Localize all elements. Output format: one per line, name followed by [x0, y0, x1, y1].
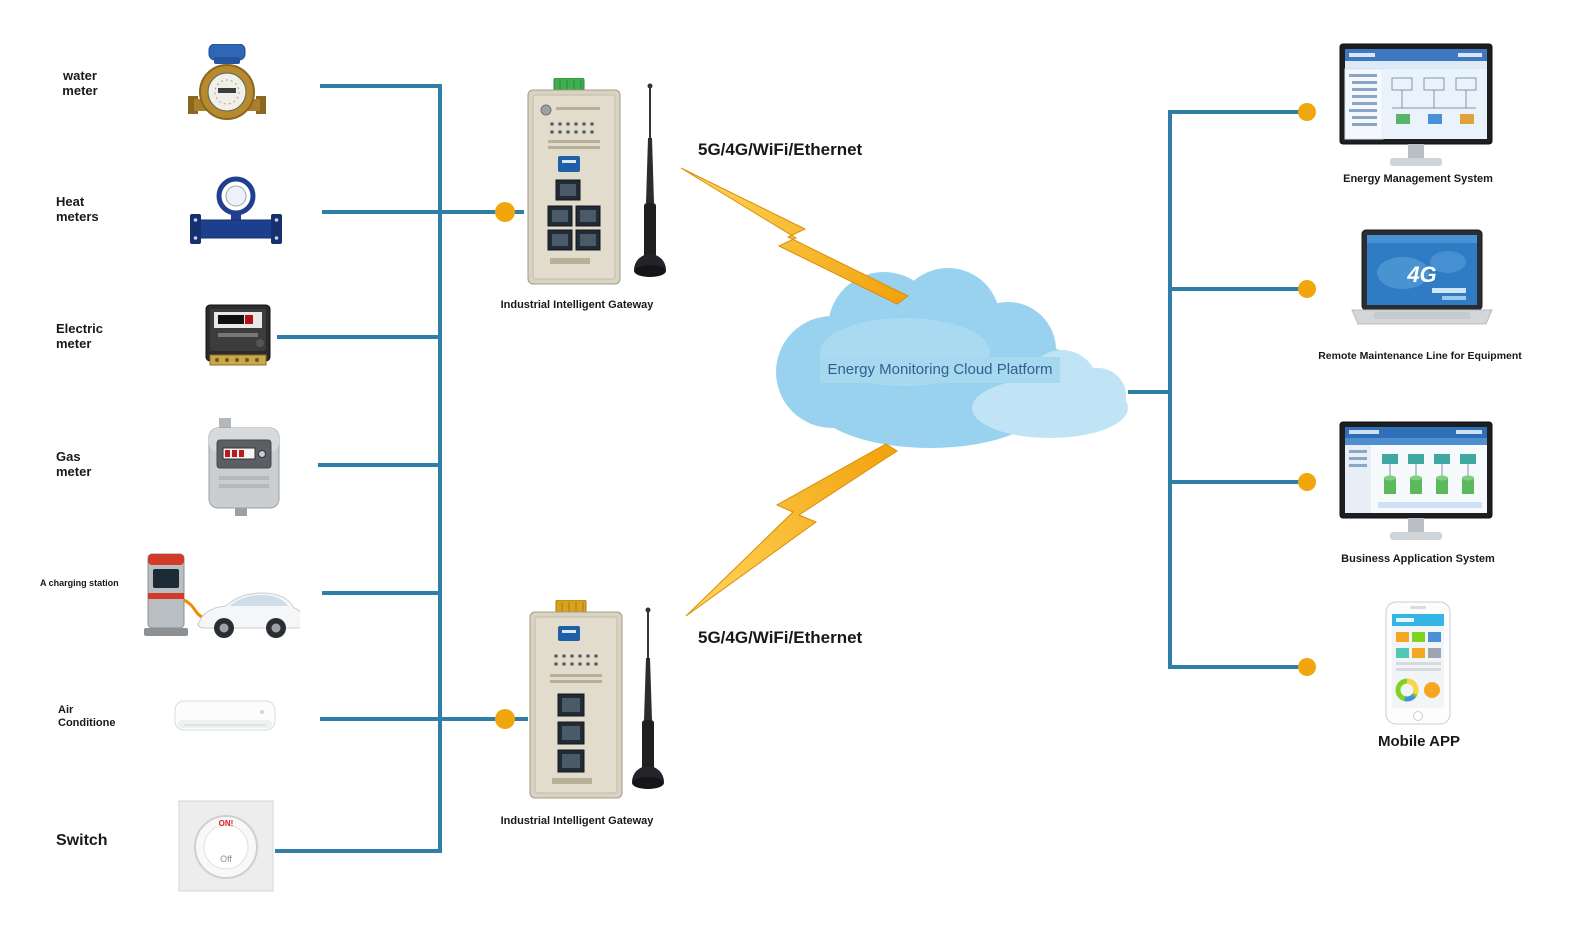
label-water-meter: water meter: [62, 68, 98, 99]
gateway-body: [527, 78, 621, 285]
label-heat-meters: Heat meters: [56, 194, 99, 225]
uplink-label-top: 5G/4G/WiFi/Ethernet: [698, 140, 863, 159]
caption-business-application-system: Business Application System: [1341, 553, 1495, 565]
antenna-icon: [632, 607, 664, 789]
mobile-app-phone: [1384, 600, 1452, 726]
lightning-bolt-bottom: [685, 443, 898, 617]
lightning-bolt-top: [680, 167, 909, 305]
caption-gateway-top: Industrial Intelligent Gateway: [500, 299, 654, 311]
electric-meter-image: [202, 303, 274, 371]
label-switch: Switch: [56, 832, 108, 849]
gas-meter-image: [203, 418, 285, 516]
business-application-monitor: [1338, 420, 1494, 548]
cloud-platform-label: Energy Monitoring Cloud Platform: [820, 357, 1060, 383]
svg-text:Off: Off: [220, 854, 232, 864]
label-gas-meter: Gas meter: [56, 449, 92, 480]
charging-station-image: [138, 548, 300, 644]
left-bus-lines: [275, 84, 528, 853]
gateway-top-image: [520, 78, 670, 293]
gateway-body: [529, 600, 623, 799]
water-meter-image: [188, 44, 266, 128]
right-bus-lines: [1128, 110, 1300, 669]
gateway-bottom-image: [522, 600, 672, 805]
antenna-icon: [634, 83, 666, 277]
caption-gateway-bottom: Industrial Intelligent Gateway: [500, 815, 654, 827]
energy-management-monitor: [1338, 42, 1494, 174]
remote-maintenance-laptop: 4G: [1348, 228, 1496, 348]
connection-dots: [495, 103, 1316, 729]
label-charging-station: A charging station: [40, 578, 119, 588]
caption-remote-maintenance: Remote Maintenance Line for Equipment: [1318, 350, 1522, 362]
heat-meter-image: [190, 174, 282, 252]
caption-energy-management-system: Energy Management System: [1343, 173, 1493, 185]
uplink-label-bottom: 5G/4G/WiFi/Ethernet: [698, 628, 863, 647]
svg-text:ON!: ON!: [219, 819, 234, 828]
laptop-screen-text: 4G: [1406, 262, 1436, 287]
air-conditioner-image: [174, 698, 276, 736]
label-air-conditioner: Air Conditione: [58, 704, 116, 729]
caption-mobile-app: Mobile APP: [1378, 733, 1460, 750]
switch-image: ON! Off: [178, 800, 274, 892]
label-electric-meter: Electric meter: [56, 321, 103, 352]
